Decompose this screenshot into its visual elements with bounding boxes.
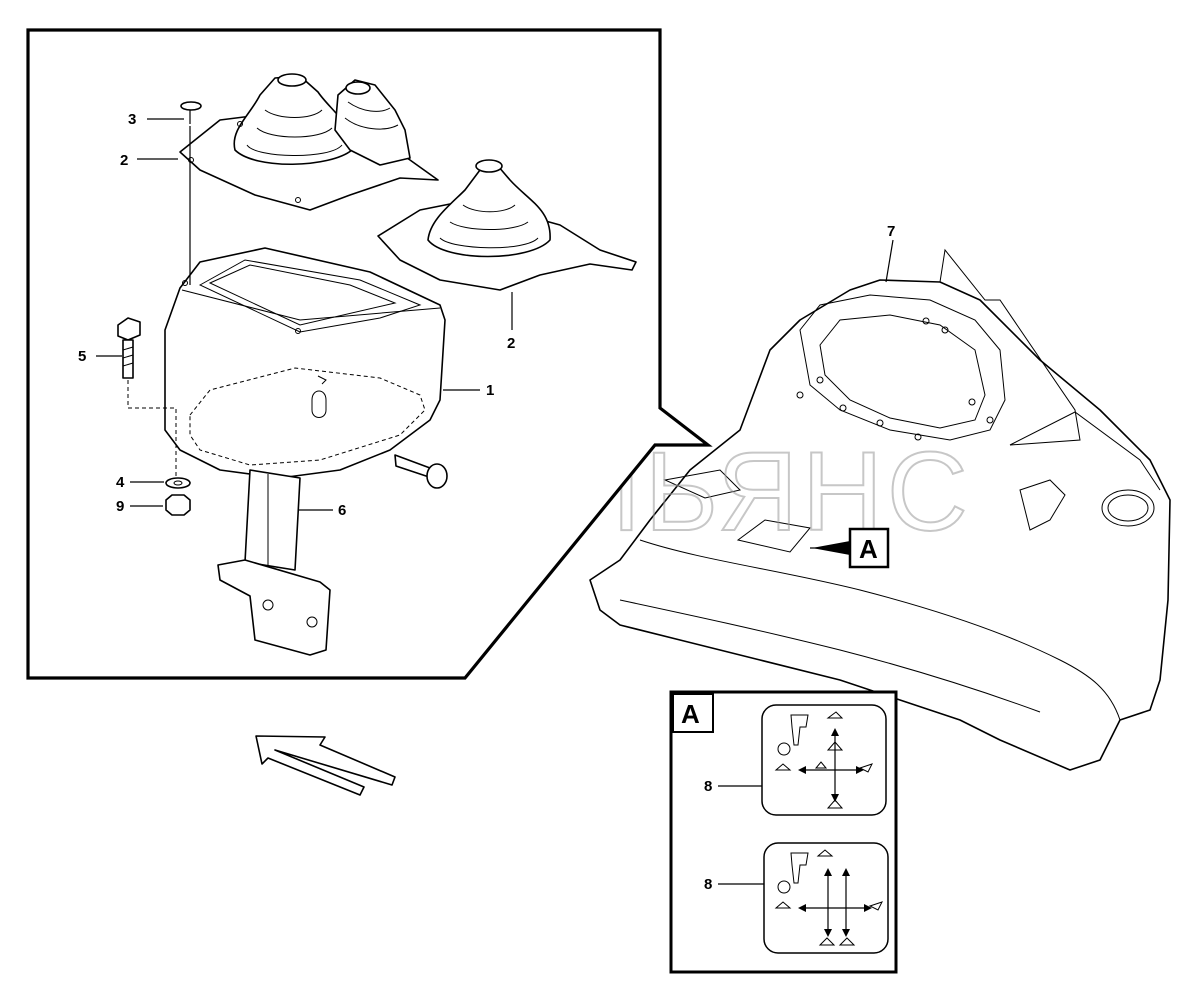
callout-2-right: 2 (507, 335, 515, 352)
view-marker-label: A (859, 534, 878, 564)
callout-9: 9 (116, 498, 124, 515)
callout-7: 7 (887, 223, 895, 240)
detail-a-title: A (681, 699, 700, 729)
nut-part-9 (165, 494, 191, 516)
control-decal-upper (761, 704, 887, 816)
boot-cover-right (377, 159, 637, 291)
console-housing (589, 248, 1171, 771)
callout-6: 6 (338, 502, 346, 519)
console-body-part-1 (164, 247, 446, 479)
bolt-part-5 (117, 317, 141, 379)
washer-part-4 (165, 477, 191, 489)
callout-2-upper: 2 (120, 152, 128, 169)
view-marker: A (812, 527, 890, 569)
callout-3: 3 (128, 111, 136, 128)
bolt-part-6 (394, 454, 448, 489)
view-direction-arrow (255, 735, 396, 796)
callout-1: 1 (486, 382, 494, 399)
callout-8-upper: 8 (704, 778, 712, 795)
callout-4: 4 (116, 474, 125, 491)
screw-part-3 (180, 101, 202, 124)
control-decal-lower (763, 842, 889, 954)
boot-cover-upper (179, 73, 439, 211)
callout-8-lower: 8 (704, 876, 712, 893)
alignment-line-bolt (127, 380, 177, 476)
detail-a-panel: A 8 (669, 690, 898, 974)
callout-5: 5 (78, 348, 86, 365)
mounting-bracket (217, 469, 331, 656)
